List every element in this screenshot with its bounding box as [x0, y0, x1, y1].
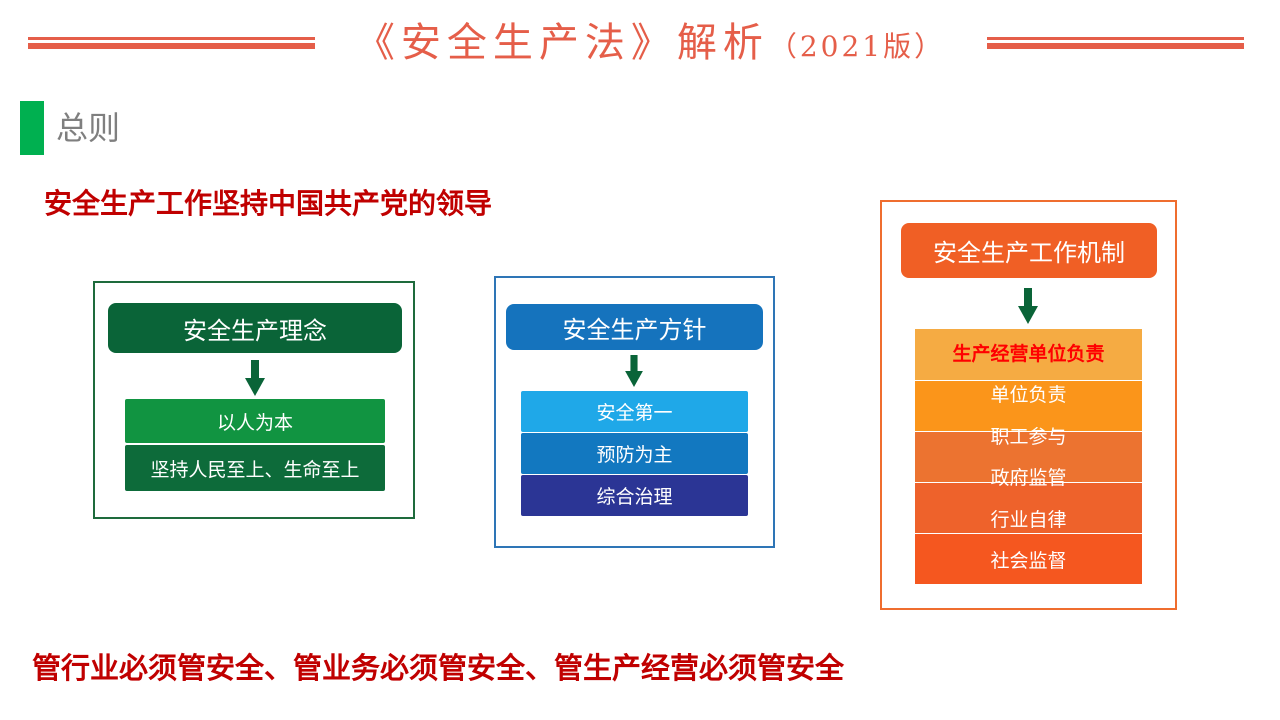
mechanism-item: 生产经营单位负责: [952, 343, 1105, 365]
policy-item: 安全第一: [521, 391, 748, 432]
title-text: 《安全生产法》解析: [354, 20, 769, 66]
lead-statement: 安全生产工作坚持中国共产党的领导: [44, 187, 493, 220]
policy-item: 综合治理: [521, 475, 748, 516]
mechanism-panel: [880, 200, 1177, 610]
mechanism-header: 安全生产工作机制: [901, 223, 1157, 278]
mechanism-item: 职工参与: [990, 426, 1067, 448]
footer-statement: 管行业必须管安全、管业务必须管安全、管生产经营必须管安全: [32, 651, 845, 685]
policy-header: 安全生产方针: [506, 304, 763, 350]
policy-item: 预防为主: [521, 433, 748, 474]
title-rule-left: [28, 37, 315, 49]
mechanism-band: [915, 381, 1142, 431]
mechanism-band: [915, 432, 1142, 482]
mechanism-band: [915, 534, 1142, 584]
section-title: 总则: [56, 109, 121, 147]
mechanism-item: 行业自律: [990, 509, 1067, 531]
title-rule-right: [987, 37, 1244, 49]
policy-panel: [494, 276, 775, 548]
mechanism-band: [915, 329, 1142, 380]
mechanism-item: 政府监管: [990, 467, 1067, 489]
mechanism-item: 单位负责: [990, 384, 1067, 406]
page-title: 《安全生产法》解析（2021版）: [320, 18, 980, 72]
mechanism-item: 社会监督: [990, 550, 1067, 572]
arrow-down-icon: [625, 355, 643, 387]
concept-panel: [93, 281, 415, 519]
title-edition: （2021版）: [768, 30, 946, 63]
section-marker: [20, 101, 44, 155]
mechanism-band: [915, 483, 1142, 533]
arrow-down-icon: [1018, 288, 1038, 324]
concept-item: 坚持人民至上、生命至上: [125, 445, 385, 491]
arrow-down-icon: [245, 360, 265, 396]
concept-item: 以人为本: [125, 399, 385, 443]
concept-header: 安全生产理念: [108, 303, 402, 353]
